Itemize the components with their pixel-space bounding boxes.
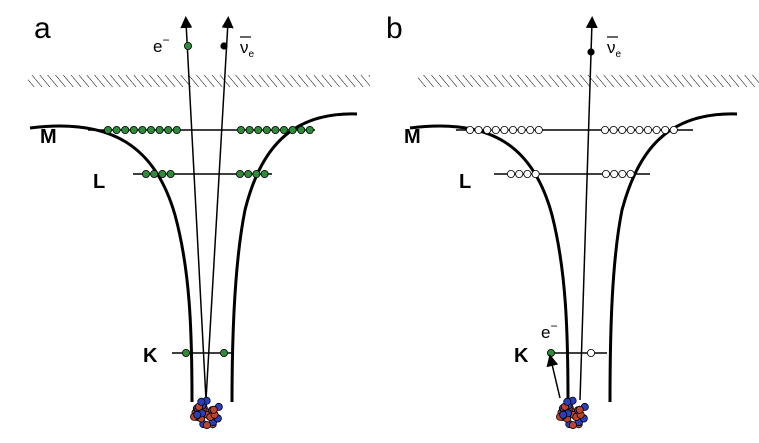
electron-m-shell xyxy=(635,126,644,135)
electron-m-shell xyxy=(517,126,526,135)
electron-m-shell xyxy=(500,126,509,135)
proton xyxy=(202,421,211,430)
electron-m-shell xyxy=(271,126,280,135)
panel-b-shell-m-label: M xyxy=(404,126,421,148)
electron-m-shell xyxy=(483,126,492,135)
electron-m-shell xyxy=(297,126,306,135)
electron-m-shell xyxy=(652,126,661,135)
electron-m-shell xyxy=(138,126,147,135)
electron-m-shell xyxy=(155,126,164,135)
electron-l-shell xyxy=(150,169,159,178)
electron-m-shell xyxy=(609,126,618,135)
electron-l-shell xyxy=(618,169,627,178)
electron-l-shell xyxy=(158,169,167,178)
electron-k-shell xyxy=(587,348,596,357)
panel-a-electron-label: e− xyxy=(153,33,169,56)
electron-l-shell xyxy=(235,169,244,178)
electron-m-shell xyxy=(474,126,483,135)
electron-m-shell xyxy=(644,126,653,135)
panel-a-well-right xyxy=(230,112,358,403)
electron-l-shell xyxy=(626,169,635,178)
electron-m-shell xyxy=(236,126,245,135)
electron-m-shell xyxy=(288,126,297,135)
panel-a-neutrino-track xyxy=(205,16,234,401)
electron-m-shell xyxy=(104,126,113,135)
electron-l-shell xyxy=(252,169,261,178)
electron-m-shell xyxy=(146,126,155,135)
electron-m-shell xyxy=(669,126,678,135)
electron-m-shell xyxy=(245,126,254,135)
electron-l-shell xyxy=(244,169,253,178)
electron-m-shell xyxy=(508,126,517,135)
panel-a-shell-k-label: K xyxy=(143,345,158,367)
neutron xyxy=(197,397,206,406)
panel-a-shell-l-label: L xyxy=(93,171,105,193)
electron-l-shell xyxy=(141,169,150,178)
electron-m-shell xyxy=(172,126,181,135)
neutron xyxy=(563,397,572,406)
proton xyxy=(568,421,577,430)
panel-b-well-right xyxy=(608,112,738,403)
panel-a-well-left xyxy=(29,124,194,403)
panel-b-shell-l-label: L xyxy=(459,171,471,193)
electron-l-shell xyxy=(260,169,269,178)
panel-a-electron-track xyxy=(180,16,207,401)
electron-k-shell xyxy=(219,348,228,357)
panel-b-well-left xyxy=(409,124,570,403)
panel-b-surface xyxy=(418,75,759,87)
electron-m-shell xyxy=(262,126,271,135)
panel-b-neutrino-track xyxy=(579,16,598,401)
neutron xyxy=(559,410,568,419)
neutron xyxy=(193,410,202,419)
electron-m-shell xyxy=(491,126,500,135)
panel-b-neutrino-label: νe xyxy=(607,38,622,60)
panel-a-emitted-electron xyxy=(183,42,192,51)
panel-a-shell-m-label: M xyxy=(40,126,57,148)
panel-b: b M L K νe e− xyxy=(386,12,759,430)
panel-b-bound-electron-arrow xyxy=(546,354,561,399)
electron-m-shell xyxy=(112,126,121,135)
electron-l-shell xyxy=(602,169,611,178)
panel-b-nucleus xyxy=(556,396,589,430)
electron-l-shell xyxy=(515,169,524,178)
electron-m-shell xyxy=(526,126,535,135)
electron-m-shell xyxy=(661,126,670,135)
electron-m-shell xyxy=(129,126,138,135)
electron-k-shell xyxy=(547,348,556,357)
panel-a-emitted-neutrino xyxy=(220,42,228,50)
panel-a-surface xyxy=(28,75,370,87)
electron-m-shell xyxy=(254,126,263,135)
electron-m-shell xyxy=(626,126,635,135)
panel-a-electrons xyxy=(104,126,314,357)
proton xyxy=(575,405,584,414)
panel-b-electrons xyxy=(465,126,678,357)
electron-l-shell xyxy=(506,169,515,178)
panel-b-letter: b xyxy=(386,12,403,45)
electron-m-shell xyxy=(164,126,173,135)
panel-a-nucleus xyxy=(190,396,223,430)
electron-m-shell xyxy=(534,126,543,135)
electron-m-shell xyxy=(121,126,130,135)
electron-l-shell xyxy=(523,169,532,178)
panel-a-letter: a xyxy=(34,12,51,45)
electron-m-shell xyxy=(601,126,610,135)
electron-m-shell xyxy=(465,126,474,135)
panel-b-bound-electron-label: e− xyxy=(541,319,557,342)
electron-m-shell xyxy=(618,126,627,135)
panel-b-shell-k-label: K xyxy=(514,345,529,367)
electron-m-shell xyxy=(305,126,314,135)
proton xyxy=(209,405,218,414)
electron-l-shell xyxy=(531,169,540,178)
panel-a-neutrino-label: νe xyxy=(240,38,255,60)
electron-l-shell xyxy=(610,169,619,178)
electron-l-shell xyxy=(166,169,175,178)
electron-k-shell xyxy=(181,348,190,357)
panel-a: a M L K e− νe xyxy=(28,12,370,430)
electron-m-shell xyxy=(279,126,288,135)
panel-b-emitted-neutrino xyxy=(587,48,595,56)
